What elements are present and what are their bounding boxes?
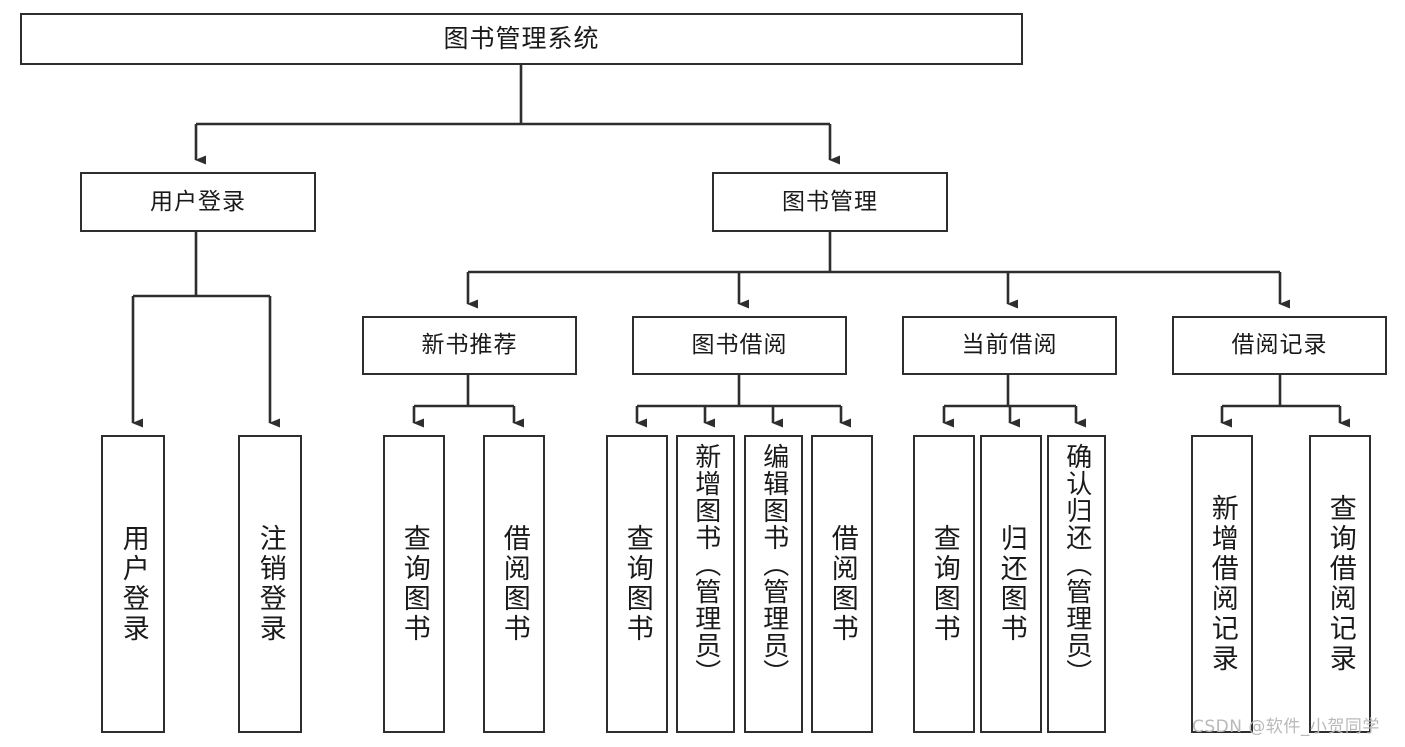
leaf-borrow-books[interactable]: 借阅图书 [811,435,873,733]
leaf-label: 借阅图书 [498,524,530,644]
leaf-query-books-current[interactable]: 查询图书 [913,435,975,733]
leaf-logout-login[interactable]: 注销登录 [238,435,302,733]
node-book-borrowing[interactable]: 图书借阅 [632,316,847,375]
leaf-user-login[interactable]: 用户登录 [101,435,165,733]
node-label: 新书推荐 [421,332,518,359]
leaf-label: 用户登录 [117,524,149,644]
leaf-label: 查询图书 [398,524,430,644]
node-current-borrowing[interactable]: 当前借阅 [902,316,1117,375]
leaf-confirm-return-admin[interactable]: 确认归还（管理员） [1047,435,1106,733]
node-label: 借阅记录 [1231,332,1328,359]
leaf-add-borrow-record[interactable]: 新增借阅记录 [1191,435,1253,733]
leaf-add-book-admin[interactable]: 新增图书（管理员） [676,435,735,733]
leaf-label: 借阅图书 [826,524,858,644]
node-label: 图书借阅 [691,332,788,359]
leaf-edit-book-admin[interactable]: 编辑图书（管理员） [744,435,803,733]
leaf-label: 新增图书（管理员） [690,443,721,686]
node-label: 图书管理 [782,188,878,215]
leaf-query-books-recommend[interactable]: 查询图书 [383,435,445,733]
leaf-query-borrow-record[interactable]: 查询借阅记录 [1309,435,1371,733]
leaf-label: 查询图书 [928,524,960,644]
leaf-label: 查询借阅记录 [1324,494,1356,674]
node-label: 用户登录 [150,188,246,215]
leaf-label: 编辑图书（管理员） [758,443,789,686]
leaf-label: 注销登录 [254,524,286,644]
leaf-borrow-books-recommend[interactable]: 借阅图书 [483,435,545,733]
node-user-login[interactable]: 用户登录 [80,172,316,232]
node-borrowing-record[interactable]: 借阅记录 [1172,316,1387,375]
leaf-label: 确认归还（管理员） [1061,443,1092,686]
node-new-book-recommendation[interactable]: 新书推荐 [362,316,577,375]
node-book-management[interactable]: 图书管理 [712,172,948,232]
leaf-label: 归还图书 [995,524,1027,644]
leaf-label: 查询图书 [621,524,653,644]
leaf-return-books[interactable]: 归还图书 [980,435,1042,733]
leaf-query-books-borrow[interactable]: 查询图书 [606,435,668,733]
node-label: 当前借阅 [961,332,1058,359]
csdn-watermark: CSDN @软件_小贺同学 [1192,717,1380,737]
node-label: 图书管理系统 [443,23,600,53]
leaf-label: 新增借阅记录 [1206,494,1238,674]
node-book-management-system[interactable]: 图书管理系统 [20,13,1023,65]
